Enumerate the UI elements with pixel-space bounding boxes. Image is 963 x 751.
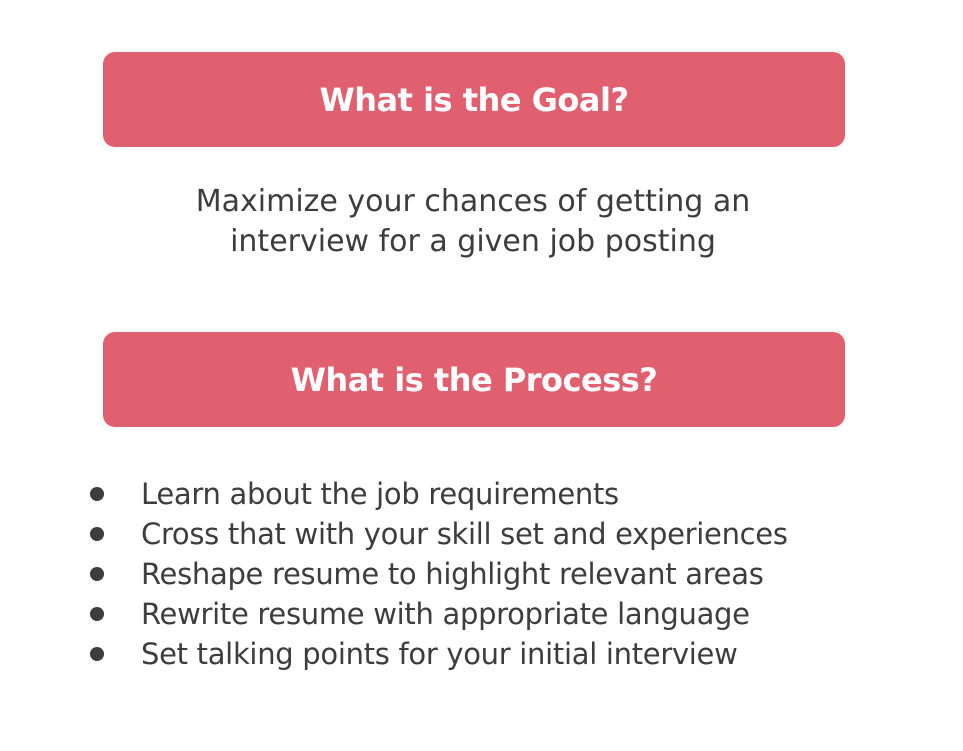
process-step: Cross that with your skill set and exper… [86,514,788,554]
process-step: Set talking points for your initial inte… [86,634,788,674]
process-step: Rewrite resume with appropriate language [86,594,788,634]
process-step-text: Set talking points for your initial inte… [141,637,738,671]
process-step: Reshape resume to highlight relevant are… [86,554,788,594]
goal-description: Maximize your chances of getting an inte… [0,182,946,262]
goal-line-2: interview for a given job posting [230,224,716,259]
goal-line-1: Maximize your chances of getting an [195,184,751,219]
process-heading: What is the Process? [290,360,658,399]
process-step-text: Cross that with your skill set and exper… [141,517,788,551]
goal-heading: What is the Goal? [319,80,629,119]
goal-heading-banner: What is the Goal? [103,52,845,147]
process-step-text: Rewrite resume with appropriate language [141,597,750,631]
bullet-icon [90,567,104,581]
bullet-icon [90,527,104,541]
process-heading-banner: What is the Process? [103,332,845,427]
bullet-icon [90,647,104,661]
process-step-text: Learn about the job requirements [141,477,619,511]
process-step: Learn about the job requirements [86,474,788,514]
bullet-icon [90,487,104,501]
process-steps-list: Learn about the job requirements Cross t… [86,474,788,674]
process-step-text: Reshape resume to highlight relevant are… [141,557,764,591]
bullet-icon [90,607,104,621]
